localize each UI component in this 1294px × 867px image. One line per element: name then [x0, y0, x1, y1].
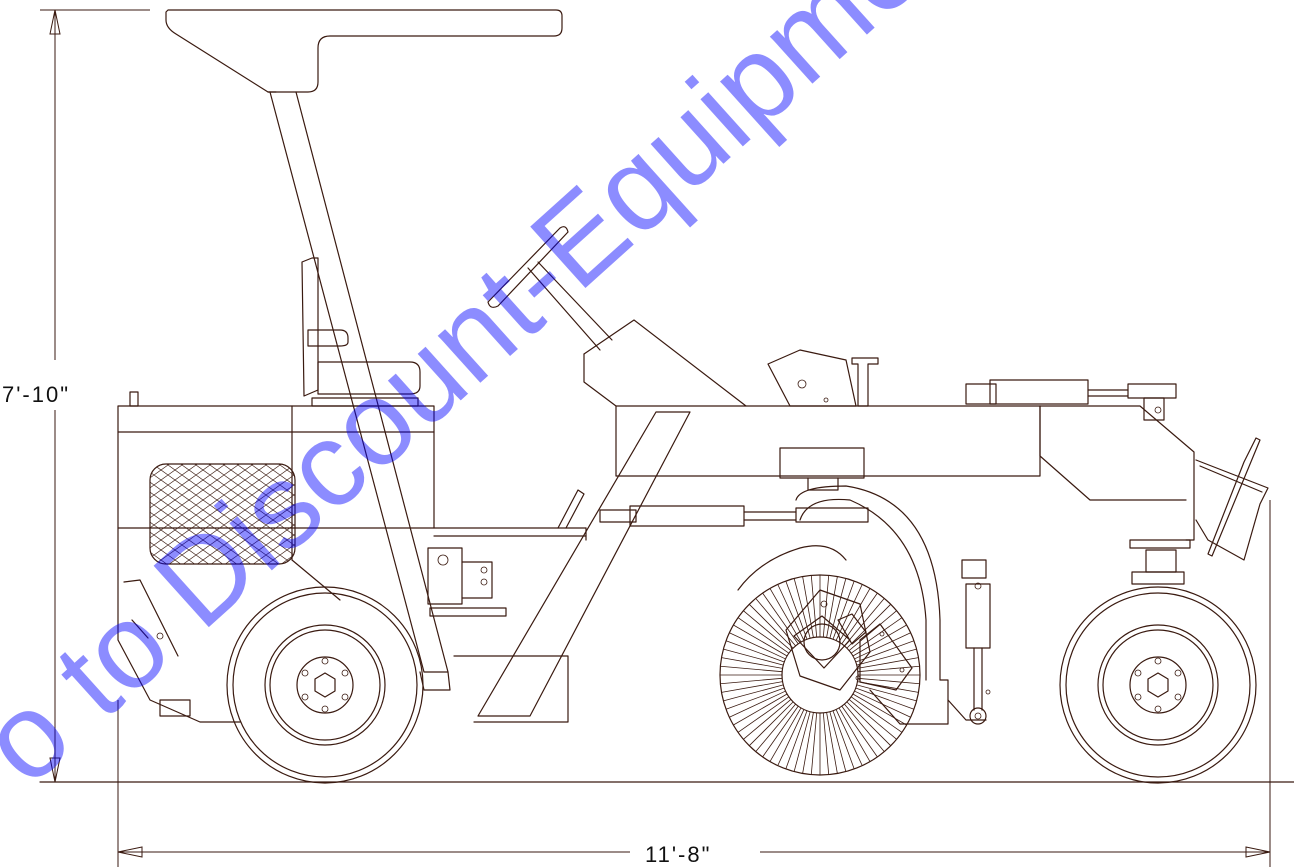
brush-bristle [826, 712, 838, 774]
upper-hydraulic-cylinder [965, 379, 1177, 421]
watermark: o to Discount-Equipme [0, 0, 948, 809]
brush-bristle [743, 699, 792, 740]
brush-bristle [737, 617, 790, 654]
brush-bristle [857, 657, 919, 669]
brush-bristle [832, 710, 855, 770]
brush-bristle [743, 610, 792, 651]
brush-bristle [777, 709, 805, 766]
brush-bristle [854, 690, 911, 718]
length-dimension-label: 11'-8" [645, 842, 711, 867]
brush-bristle [725, 687, 785, 710]
brush-bristle [852, 693, 907, 726]
brush-bristle [769, 588, 802, 643]
brush-bristle [856, 648, 917, 666]
watermark-text: o to Discount-Equipme [0, 0, 948, 809]
brush-bristle [793, 578, 811, 639]
brush-bristle [733, 693, 788, 726]
side-brush [719, 574, 921, 776]
height-dimension-label: 7'-10" [2, 382, 70, 407]
brush-bristle [721, 657, 783, 669]
brush-bristle [832, 580, 855, 640]
brush-bristle [848, 699, 897, 740]
hopper-fittings [767, 349, 879, 491]
brush-bristle [729, 632, 786, 660]
brush-bristle [721, 681, 783, 693]
brush-bristle [852, 624, 907, 657]
brush-bristle [850, 696, 903, 733]
brush-bristle [725, 640, 785, 663]
brush-bristle [826, 576, 838, 638]
brush-bristle [838, 707, 871, 762]
height-dimension: 7'-10" [2, 9, 150, 783]
brush-housing [737, 485, 987, 725]
brush-bristle [857, 665, 920, 673]
brush-bristle [720, 665, 783, 673]
brush-bristle [829, 711, 847, 772]
brush-bristle [749, 701, 794, 746]
brush-bristle [720, 677, 783, 685]
brush-bristle [802, 712, 814, 774]
brush-motor-mount [785, 589, 913, 691]
front-fork-bracket [1131, 437, 1269, 585]
brush-bristle [755, 703, 796, 752]
brush-bristle [838, 588, 871, 643]
brush-bristle [810, 712, 818, 775]
brush-bristle [793, 711, 811, 772]
brush-bristle [762, 705, 799, 758]
brush-lift-arm [961, 559, 991, 725]
brush-bristle [841, 592, 878, 645]
rear-wheel [226, 586, 424, 784]
brush-bristle [737, 696, 790, 733]
brush-bristle [848, 610, 897, 651]
brush-bristle [810, 575, 818, 638]
brush-bristle [835, 709, 863, 766]
brush-bristle [723, 684, 784, 702]
mid-frame [427, 489, 587, 723]
front-wheel [1059, 586, 1257, 784]
brush-bristle [723, 648, 784, 666]
brush-bristle [729, 690, 786, 718]
brush-bristle [733, 624, 788, 657]
canopy [165, 9, 563, 691]
brush-bristle [855, 687, 915, 710]
brush-bristle [822, 712, 830, 775]
brush-bristle [777, 584, 805, 641]
brush-bristle [829, 578, 847, 639]
brush-bristle [854, 632, 911, 660]
brush-bristle [857, 677, 920, 685]
steering-wheel [487, 226, 613, 351]
brush-bristle [844, 703, 885, 752]
brush-bristle [769, 707, 802, 762]
lower-hydraulic-cylinder [599, 505, 869, 527]
brush-bristle [841, 705, 878, 758]
brush-bristle [762, 592, 799, 645]
length-dimension: 11'-8" [117, 500, 1271, 867]
brush-bristle [749, 604, 794, 649]
brush-bristle [846, 701, 891, 746]
brush-bristle [846, 604, 891, 649]
brush-bristle [785, 710, 808, 770]
brush-bristle [856, 684, 917, 702]
